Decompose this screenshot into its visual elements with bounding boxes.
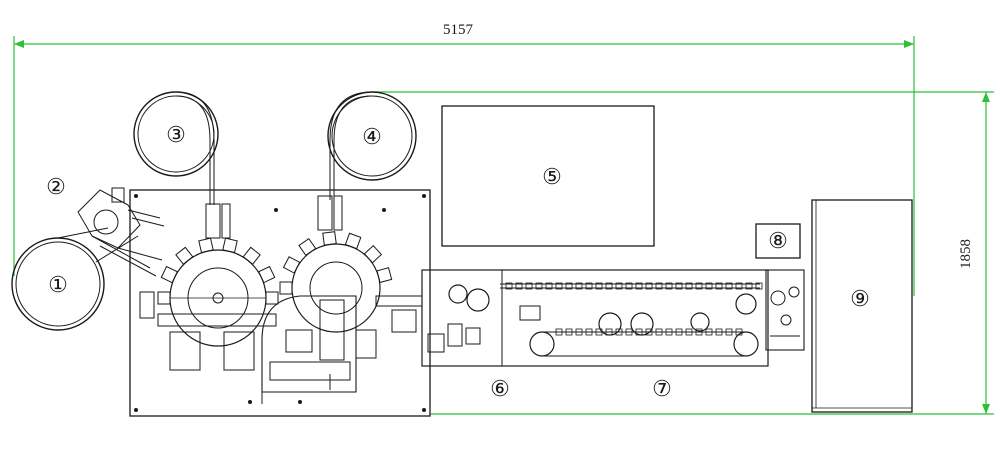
chain-link <box>715 328 723 336</box>
chain-link <box>695 328 703 336</box>
turret-head <box>344 232 362 250</box>
height-dimension: 1858 <box>372 91 994 415</box>
callout-2: ② <box>46 175 66 200</box>
chain-link <box>555 328 563 336</box>
chain-link <box>655 328 663 336</box>
chain-link <box>525 282 533 290</box>
mounting-hole <box>134 194 138 198</box>
callout-6: ⑥ <box>490 377 510 402</box>
chain-link <box>695 282 703 290</box>
chain-link <box>625 282 633 290</box>
reel-3 <box>133 91 219 205</box>
turret-head <box>265 291 279 305</box>
chain-link <box>735 282 743 290</box>
chain-link <box>745 282 753 290</box>
chain-link <box>625 328 633 336</box>
chain-link <box>615 328 623 336</box>
chain-link <box>575 282 583 290</box>
chain-link <box>665 328 673 336</box>
chain-link <box>675 328 683 336</box>
unwinder-unit <box>77 187 165 277</box>
chain-link <box>705 282 713 290</box>
width-dimension: 5157 <box>13 22 915 296</box>
chain-link <box>565 328 573 336</box>
chain-link <box>535 282 543 290</box>
unit-8-box <box>755 223 801 259</box>
reel-4 <box>327 91 417 200</box>
chain-link <box>575 328 583 336</box>
turret-head <box>322 231 337 246</box>
chain-link <box>595 282 603 290</box>
callout-5: ⑤ <box>542 165 562 190</box>
chain-link <box>635 282 643 290</box>
chain-link <box>685 282 693 290</box>
chain-link <box>685 328 693 336</box>
callout-3: ③ <box>166 123 186 148</box>
output-module <box>765 269 805 351</box>
turret-head <box>198 237 214 254</box>
width-dimension-label: 5157 <box>443 22 474 38</box>
mounting-hole <box>422 408 426 412</box>
chain-link <box>675 282 683 290</box>
turret-head <box>279 281 293 295</box>
mounting-hole <box>298 400 302 404</box>
unit-9-cabinet <box>811 199 913 413</box>
chain-link <box>715 282 723 290</box>
chain-link <box>665 282 673 290</box>
chain-link <box>585 282 593 290</box>
chain-link <box>545 282 553 290</box>
mounting-hole <box>382 208 386 212</box>
chain-link <box>615 282 623 290</box>
turret-head <box>298 237 317 257</box>
chain-link <box>585 328 593 336</box>
mounting-hole <box>248 400 252 404</box>
main-base-plate <box>129 189 431 417</box>
chain-link <box>655 282 663 290</box>
chain-link <box>725 328 733 336</box>
height-dimension-label: 1858 <box>958 239 974 269</box>
mounting-hole <box>422 194 426 198</box>
callout-1: ① <box>48 273 68 298</box>
chain-link <box>565 282 573 290</box>
turret-head <box>258 265 276 284</box>
chain-link <box>605 282 613 290</box>
chain-link <box>645 328 653 336</box>
unit-5-cabinet <box>441 105 655 247</box>
callout-9: ⑨ <box>850 287 870 312</box>
turret-head <box>157 291 171 305</box>
conveyor-section <box>421 269 769 367</box>
chain-link <box>555 282 563 290</box>
chain-link <box>725 282 733 290</box>
callout-4: ④ <box>362 125 382 150</box>
turret-head <box>175 246 194 265</box>
callout-7: ⑦ <box>652 377 672 402</box>
turret-head <box>242 246 261 265</box>
turret-head <box>160 265 178 284</box>
mounting-hole <box>134 408 138 412</box>
turret-head <box>363 245 383 264</box>
reel-1 <box>11 227 139 331</box>
chain-link <box>705 328 713 336</box>
chain-link <box>515 282 523 290</box>
callout-8: ⑧ <box>768 229 788 254</box>
chain-link <box>645 282 653 290</box>
turret-head <box>282 256 301 274</box>
chain-link <box>755 282 763 290</box>
turret-head <box>376 267 393 284</box>
chain-link <box>505 282 513 290</box>
mounting-hole <box>274 208 278 212</box>
turret-head <box>222 237 238 254</box>
chain-link <box>735 328 743 336</box>
